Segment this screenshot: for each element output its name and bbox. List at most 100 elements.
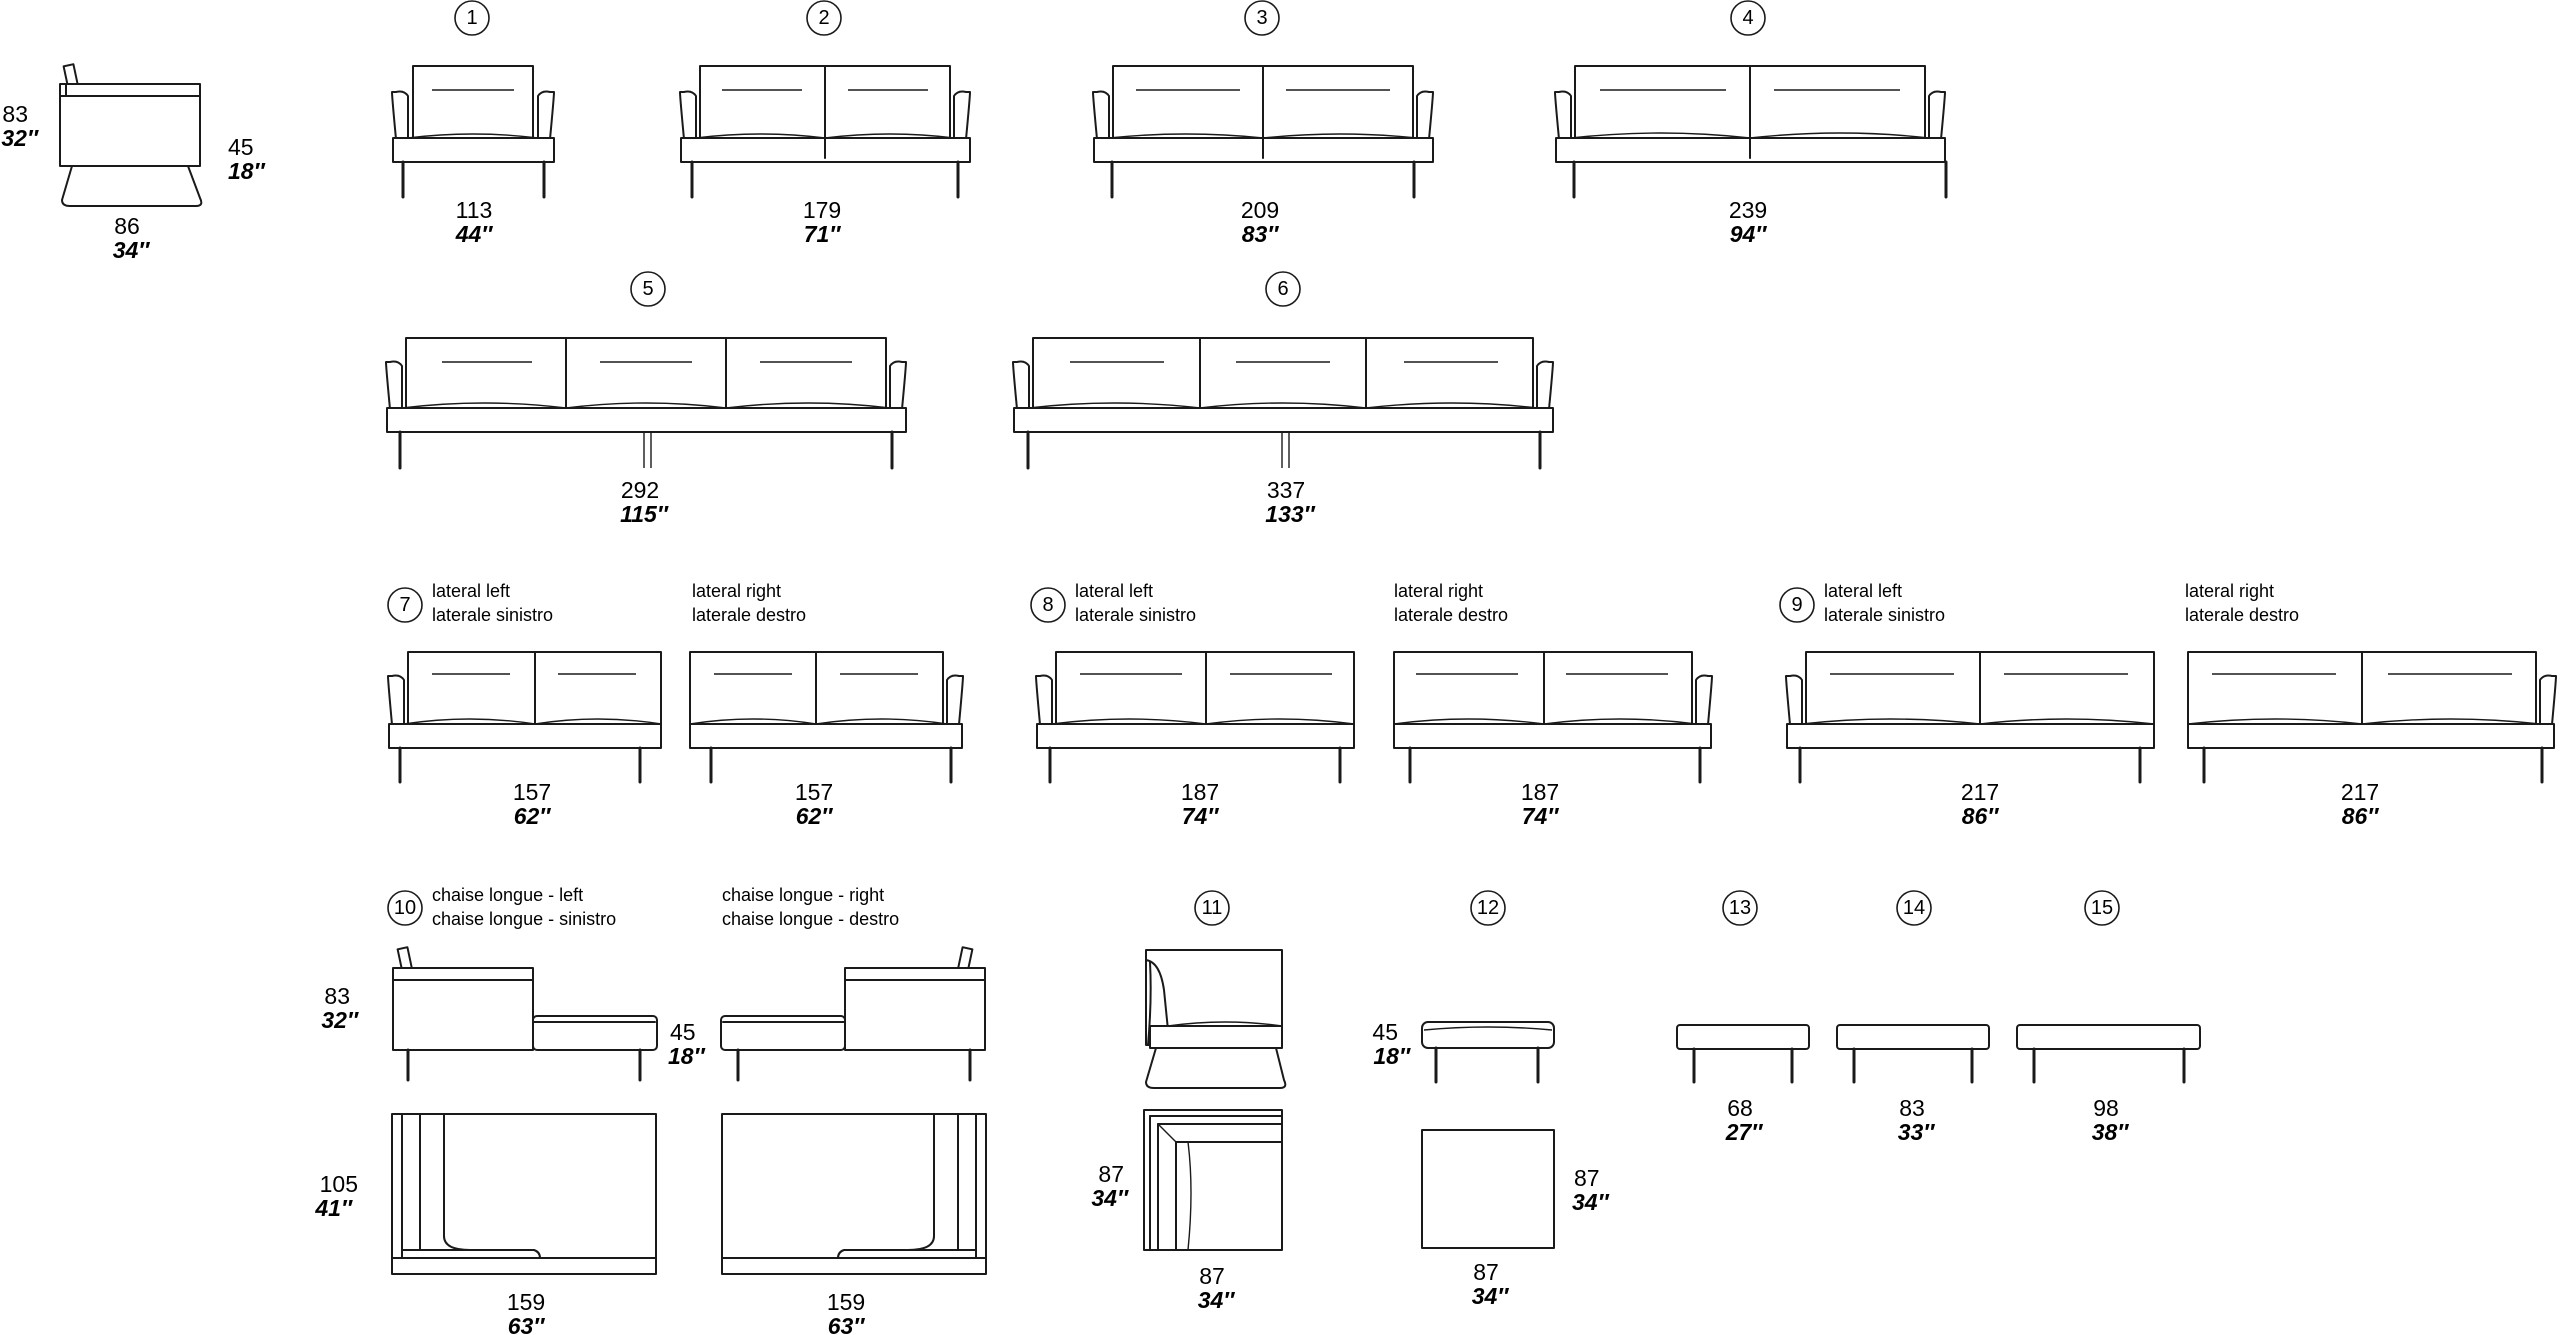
item-7-right-cm: 157 <box>795 779 833 805</box>
chaise-left-label-en: chaise longue - left <box>432 885 583 905</box>
item-8-left-label-it: laterale sinistro <box>1075 605 1196 625</box>
item-2-in: 71″ <box>804 221 842 247</box>
item-4-number: 4 <box>1742 7 1753 29</box>
item-1-in: 44″ <box>455 221 494 247</box>
item-3-cm: 209 <box>1241 197 1279 223</box>
item-8-lateral-group: 8 lateral left laterale sinistro lateral… <box>1030 581 1713 829</box>
item-2-cm: 179 <box>803 197 841 223</box>
item-7-left-cm: 157 <box>513 779 551 805</box>
item-2-sofa: 2 179 71″ <box>679 0 971 247</box>
bench-13-cm: 68 <box>1727 1095 1753 1121</box>
chaise-depth-cm: 105 <box>320 1171 358 1197</box>
item-12-number: 12 <box>1477 897 1499 919</box>
item-4-sofa: 4 239 94″ <box>1554 0 1948 247</box>
profile-height-cm: 83 <box>2 101 28 127</box>
profile-seat-cm: 45 <box>228 134 254 160</box>
item-1-number: 1 <box>466 7 477 29</box>
item-5-in: 115″ <box>620 501 669 527</box>
chaise-left-width-in: 63″ <box>508 1313 546 1335</box>
ottoman-width-cm: 87 <box>1473 1259 1499 1285</box>
chaise-right-width-in: 63″ <box>828 1313 866 1335</box>
chaise-left-label-it: chaise longue - sinistro <box>432 909 616 929</box>
corner-side-cm: 87 <box>1098 1161 1124 1187</box>
item-5-cm: 292 <box>621 477 659 503</box>
chaise-height-cm: 83 <box>324 983 350 1009</box>
chaise-right-label-en: chaise longue - right <box>722 885 884 905</box>
item-7-lateral-group: 7 lateral left laterale sinistro lateral… <box>387 581 964 829</box>
chaise-seat-in: 18″ <box>668 1043 706 1069</box>
profile-depth-in: 34″ <box>113 237 151 263</box>
item-9-right-label-en: lateral right <box>2185 581 2274 601</box>
item-14-bench: 14 83 33″ <box>1836 890 1990 1145</box>
item-2-number: 2 <box>818 7 829 29</box>
item-1-cm: 113 <box>456 197 493 223</box>
item-6-number: 6 <box>1277 278 1288 300</box>
item-9-right-label-it: laterale destro <box>2185 605 2299 625</box>
item-3-sofa: 3 209 83″ <box>1092 0 1434 247</box>
chaise-right-label-it: chaise longue - destro <box>722 909 899 929</box>
item-8-right-label-en: lateral right <box>1394 581 1483 601</box>
item-9-left-label-it: laterale sinistro <box>1824 605 1945 625</box>
item-11-number: 11 <box>1202 897 1223 919</box>
item-6-in: 133″ <box>1265 501 1315 527</box>
item-9-left-in: 86″ <box>1962 803 2000 829</box>
item-11-corner: 11 87 34″ 87 34″ <box>1091 890 1287 1313</box>
ottoman-width-in: 34″ <box>1472 1283 1510 1309</box>
item-6-sofa: 6 337 133″ <box>1012 271 1554 527</box>
item-7-number: 7 <box>399 594 410 616</box>
item-1-sofa: 1 113 44″ <box>391 0 555 247</box>
bench-14-cm: 83 <box>1899 1095 1925 1121</box>
item-9-right-in: 86″ <box>2342 803 2380 829</box>
item-9-number: 9 <box>1791 594 1802 616</box>
profile-depth-cm: 86 <box>114 213 140 239</box>
chaise-seat-cm: 45 <box>670 1019 696 1045</box>
corner-width-in: 34″ <box>1198 1287 1236 1313</box>
item-4-cm: 239 <box>1729 197 1767 223</box>
item-8-left-label-en: lateral left <box>1075 581 1153 601</box>
item-7-left-label-en: lateral left <box>432 581 510 601</box>
item-8-left-cm: 187 <box>1181 779 1219 805</box>
chaise-right-width-cm: 159 <box>827 1289 865 1315</box>
item-12-ottoman: 12 45 18″ 87 34″ 87 34″ <box>1372 890 1610 1309</box>
corner-width-cm: 87 <box>1199 1263 1225 1289</box>
item-3-in: 83″ <box>1242 221 1280 247</box>
item-9-lateral-group: 9 lateral left laterale sinistro lateral… <box>1779 581 2557 829</box>
item-8-right-label-it: laterale destro <box>1394 605 1508 625</box>
sofa-side-profile: 83 32″ 45 18″ 86 34″ <box>1 63 266 263</box>
bench-14-in: 33″ <box>1898 1119 1936 1145</box>
item-13-number: 13 <box>1729 897 1751 919</box>
item-10-chaise-longue: 10 chaise longue - left chaise longue - … <box>314 885 987 1335</box>
item-5-sofa: 5 292 115″ <box>385 271 907 527</box>
item-14-number: 14 <box>1903 897 1925 919</box>
ottoman-height-cm: 45 <box>1372 1019 1398 1045</box>
chaise-left-width-cm: 159 <box>507 1289 545 1315</box>
item-8-left-in: 74″ <box>1182 803 1220 829</box>
item-13-bench: 13 68 27″ <box>1676 890 1810 1145</box>
item-8-right-in: 74″ <box>1522 803 1560 829</box>
item-7-right-label-it: laterale destro <box>692 605 806 625</box>
bench-15-in: 38″ <box>2092 1119 2130 1145</box>
item-4-in: 94″ <box>1730 221 1768 247</box>
ottoman-height-in: 18″ <box>1373 1043 1411 1069</box>
item-8-number: 8 <box>1042 594 1053 616</box>
item-3-number: 3 <box>1256 7 1267 29</box>
item-15-bench: 15 98 38″ <box>2016 890 2201 1145</box>
item-8-right-cm: 187 <box>1521 779 1559 805</box>
chaise-height-in: 32″ <box>321 1007 359 1033</box>
profile-seat-in: 18″ <box>228 158 266 184</box>
item-10-number: 10 <box>394 897 416 919</box>
item-7-left-label-it: laterale sinistro <box>432 605 553 625</box>
item-7-right-label-en: lateral right <box>692 581 781 601</box>
corner-side-in: 34″ <box>1091 1185 1129 1211</box>
item-15-number: 15 <box>2091 897 2113 919</box>
item-7-left-in: 62″ <box>514 803 552 829</box>
item-9-right-cm: 217 <box>2341 779 2379 805</box>
ottoman-side-cm: 87 <box>1574 1165 1600 1191</box>
bench-15-cm: 98 <box>2093 1095 2119 1121</box>
item-9-left-label-en: lateral left <box>1824 581 1902 601</box>
ottoman-side-in: 34″ <box>1572 1189 1610 1215</box>
item-7-right-in: 62″ <box>796 803 834 829</box>
profile-height-in: 32″ <box>1 125 39 151</box>
chaise-depth-in: 41″ <box>314 1195 353 1221</box>
